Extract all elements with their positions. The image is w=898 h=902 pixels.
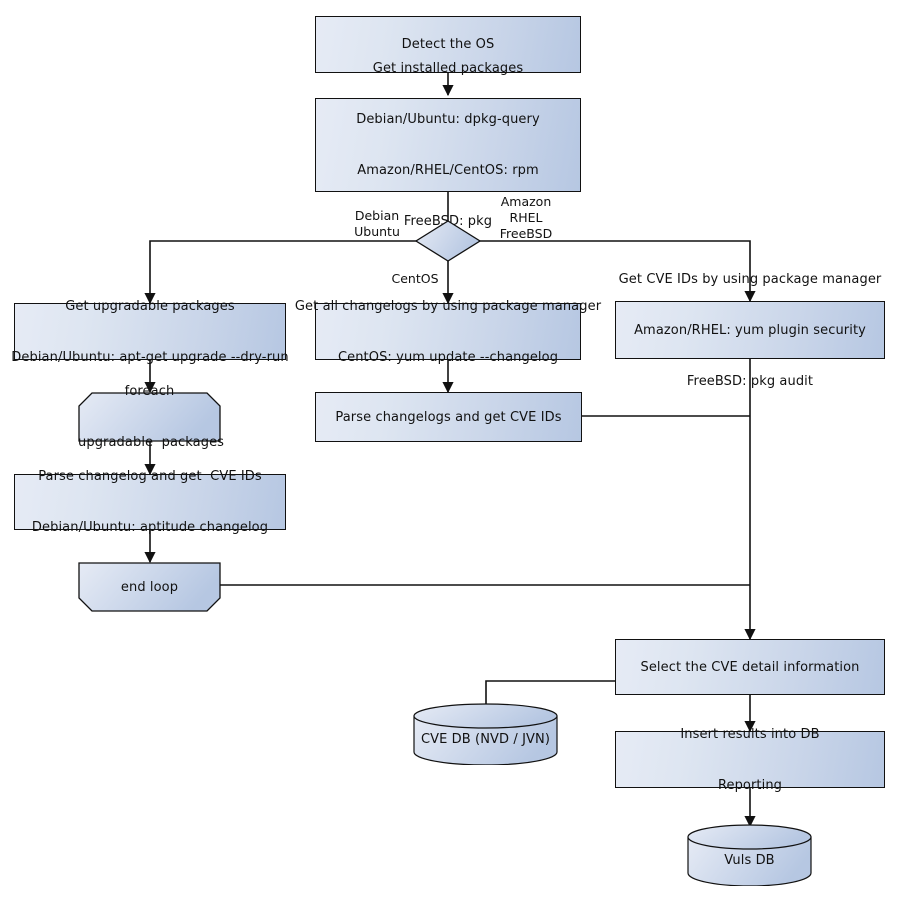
upgradable-line-1: Get upgradable packages: [65, 298, 235, 314]
parse-single-line-1: Parse changelog and get CVE IDs: [38, 469, 262, 484]
node-cve-db-label: CVE DB (NVD / JVN): [420, 731, 551, 747]
node-parse-changelog-single-text: Parse changelog and get CVE IDs Debian/U…: [32, 434, 268, 570]
node-end-loop[interactable]: end loop: [78, 562, 221, 612]
node-get-all-changelogs-text: Get all changelogs by using package mana…: [295, 264, 601, 400]
parse-single-line-2: Debian/Ubuntu: aptitude changelog: [31, 520, 269, 535]
installed-line-2: Debian/Ubuntu: dpkg-query: [356, 112, 540, 127]
cveids-line-1: Get CVE IDs by using package manager: [618, 271, 882, 287]
node-foreach-upgradable-packages[interactable]: foreach upgradable packages: [78, 384, 224, 450]
node-detect-the-os[interactable]: Detect the OS: [315, 16, 581, 73]
foreach-line-2: upgradable packages: [78, 435, 225, 450]
node-get-upgradable-packages[interactable]: Get upgradable packages Debian/Ubuntu: a…: [11, 299, 288, 365]
insert-line-2: Reporting: [717, 777, 783, 793]
node-parse-changelogs-multi-label: Parse changelogs and get CVE IDs: [335, 409, 562, 425]
edge-label-amazon-rhel-freebsd: Amazon RHEL FreeBSD: [499, 194, 553, 241]
node-cve-db[interactable]: CVE DB (NVD / JVN): [413, 703, 558, 765]
installed-line-1: Get installed packages: [372, 61, 524, 76]
changelogs-line-2: CentOS: yum update --changelog: [337, 349, 559, 365]
insert-line-1: Insert results into DB: [680, 726, 820, 742]
node-vuls-db[interactable]: Vuls DB: [687, 824, 812, 886]
edge-label-centos: CentOS: [391, 271, 439, 286]
node-get-all-changelogs[interactable]: Get all changelogs by using package mana…: [295, 299, 601, 365]
edge-cvedb-to-selectcve: [485, 680, 615, 705]
node-os-decision-diamond[interactable]: [414, 219, 482, 263]
node-get-installed-packages-text: Get installed packages Debian/Ubuntu: dp…: [356, 26, 540, 264]
node-parse-changelog-single[interactable]: Parse changelog and get CVE IDs Debian/U…: [14, 469, 286, 535]
node-insert-results-text: Insert results into DB Reporting: [680, 692, 819, 828]
cveids-line-2: Amazon/RHEL: yum plugin security: [634, 322, 866, 338]
node-select-cve-detail-label: Select the CVE detail information: [640, 659, 860, 675]
node-get-upgradable-packages-text: Get upgradable packages Debian/Ubuntu: a…: [11, 264, 288, 400]
node-end-loop-text: end loop: [120, 579, 179, 595]
node-detect-the-os-label: Detect the OS: [401, 37, 495, 52]
installed-line-3: Amazon/RHEL/CentOS: rpm: [357, 163, 539, 178]
node-select-cve-detail[interactable]: Select the CVE detail information: [615, 639, 885, 695]
node-vuls-db-label: Vuls DB: [724, 852, 775, 868]
node-get-installed-packages[interactable]: Get installed packages Debian/Ubuntu: dp…: [315, 61, 581, 229]
node-foreach-upgradable-packages-text: foreach upgradable packages: [78, 349, 225, 485]
edge-label-debian-ubuntu: Debian Ubuntu: [354, 208, 400, 239]
node-insert-results[interactable]: Insert results into DB Reporting: [615, 727, 885, 793]
foreach-line-1: foreach: [124, 384, 175, 399]
node-get-cve-ids-package-manager-text: Get CVE IDs by using package manager Ama…: [619, 237, 882, 424]
cveids-line-3: FreeBSD: pkg audit: [686, 373, 814, 389]
node-get-cve-ids-package-manager[interactable]: Get CVE IDs by using package manager Ama…: [615, 272, 885, 389]
node-parse-changelogs-multi[interactable]: Parse changelogs and get CVE IDs: [315, 392, 582, 442]
changelogs-line-1: Get all changelogs by using package mana…: [294, 298, 602, 314]
upgradable-line-2: Debian/Ubuntu: apt-get upgrade --dry-run: [11, 349, 289, 365]
